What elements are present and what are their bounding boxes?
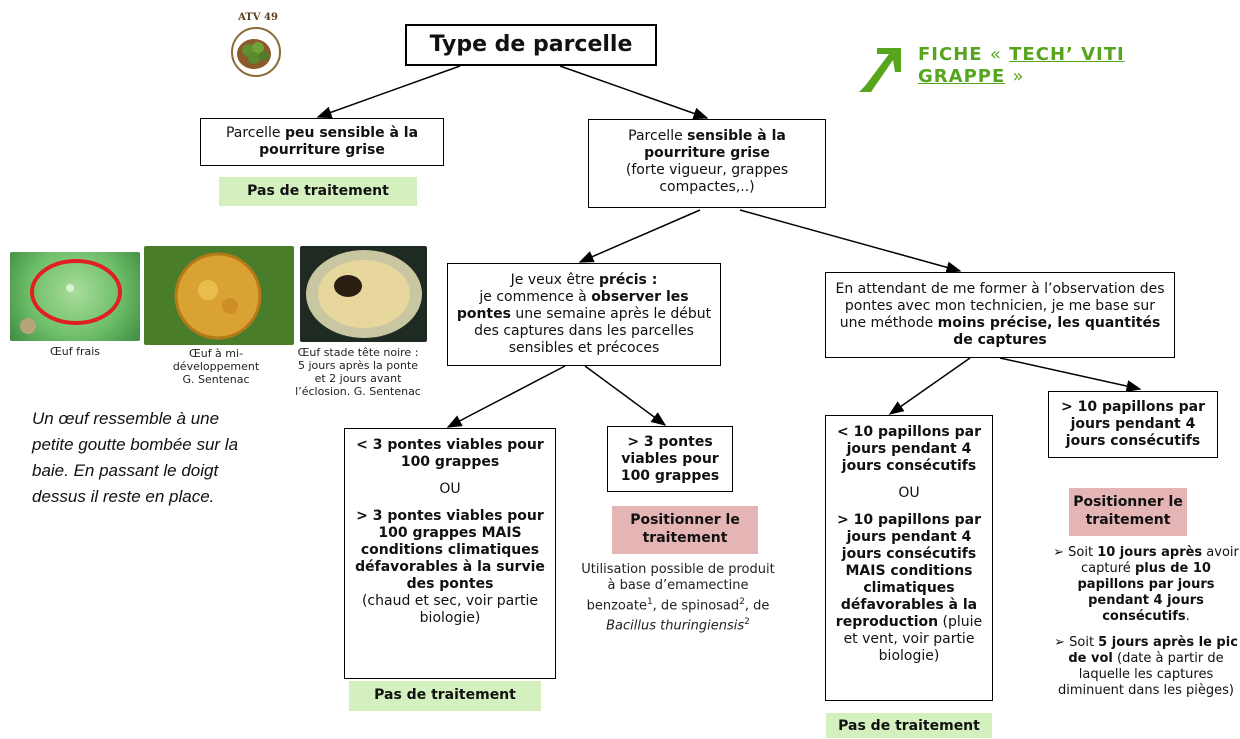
- node-sens-c: (forte vigueur, grappes compactes,..): [625, 162, 789, 195]
- node-attente: En attendant de me former à l’observatio…: [825, 272, 1175, 358]
- node-gt10-bullets: ➢ Soit 10 jours après avoir capturé plus…: [1052, 545, 1240, 738]
- gt3-note-d: Bacillus thuringiensis: [606, 618, 745, 634]
- caption-oeuf-mi: Œuf à mi- développement G. Sentenac: [146, 347, 286, 386]
- node-lt10-a: < 10 papillons par jours pendant 4 jours…: [836, 424, 981, 474]
- bullet-1d: plus de 10 papillons par jours pendant 4…: [1077, 561, 1215, 624]
- caption-c1: Œuf frais: [49, 345, 101, 358]
- caption-c3c: et 2 jours avant: [314, 372, 402, 385]
- logo-text: ATV 49: [238, 12, 278, 23]
- arrow-precis-to-gt3: [584, 365, 667, 426]
- bullet-2c: (date à partir de laquelle les captures …: [1058, 651, 1234, 698]
- node-peu-b: peu sensible à la pourriture grise: [259, 125, 419, 158]
- bullet-1e: .: [1185, 609, 1190, 624]
- node-precis-a: Je veux être: [510, 272, 599, 288]
- node-attente-b: moins précise, les quantités de captures: [937, 315, 1161, 348]
- gt3-note-s3: 2: [744, 617, 750, 628]
- node-lt3-ou: OU: [439, 481, 461, 497]
- fiche-link-grappe[interactable]: GRAPPE: [918, 66, 1006, 87]
- node-gt3-note: Utilisation possible de produit à base d…: [580, 562, 776, 635]
- node-gt3-action: Positionner le traitement: [612, 506, 758, 554]
- caption-c2c: G. Sentenac: [182, 373, 250, 386]
- gt3-note-s2: 2: [739, 597, 745, 607]
- node-lt3-a: < 3 pontes viables pour 100 grappes: [356, 437, 544, 470]
- gt3-note-c: , de: [744, 598, 770, 614]
- node-attente-a: En attendant de me former à l’observatio…: [835, 281, 1165, 331]
- italic-l1: Un œuf ressemble à une: [32, 409, 220, 428]
- arrow-precis-to-lt3: [446, 365, 566, 428]
- node-gt3-pontes: > 3 pontes viables pour 100 grappes: [607, 426, 733, 492]
- gt3-note-s1: 1: [646, 597, 653, 607]
- fiche-arrow-icon: [855, 46, 901, 94]
- italic-l4: dessus il reste en place.: [32, 487, 215, 506]
- arrow-title-to-peu: [316, 65, 461, 119]
- node-sensible: Parcelle sensible à la pourriture grise …: [588, 119, 826, 208]
- arrow-attente-to-lt10: [888, 357, 971, 415]
- caption-oeuf-tete-noire: Œuf stade tête noire : 5 jours après la …: [285, 346, 431, 398]
- arrow-attente-to-gt10: [999, 357, 1142, 392]
- node-precis-e: une semaine après le début des captures …: [474, 306, 712, 356]
- node-peu-sensible: Parcelle peu sensible à la pourriture gr…: [200, 118, 444, 166]
- node-precis: Je veux être précis : je commence à obse…: [447, 263, 721, 366]
- fiche-link-tech-viti[interactable]: TECH’ VITI: [1009, 44, 1125, 65]
- fiche-tech-viti-grappe: FICHE « TECH’ VITI GRAPPE »: [918, 44, 1238, 88]
- gt3-note-b: , de spinosad: [652, 598, 740, 614]
- caption-c2a: Œuf à mi-: [188, 347, 244, 360]
- bullet-1b: 10 jours après: [1097, 545, 1203, 560]
- arrow-sens-to-attente: [739, 209, 962, 274]
- node-sens-b: sensible à la pourriture grise: [644, 128, 786, 161]
- bullet-2: ➢ Soit 5 jours après le pic de vol (date…: [1052, 635, 1240, 699]
- node-lt10-action: Pas de traitement: [826, 713, 992, 738]
- node-precis-b: précis :: [599, 272, 658, 288]
- bullet-1a: Soit: [1068, 545, 1098, 560]
- node-lt10-papillons: < 10 papillons par jours pendant 4 jours…: [825, 415, 993, 701]
- node-lt3-pontes: < 3 pontes viables pour 100 grappes OU >…: [344, 428, 556, 679]
- fiche-prefix: FICHE: [918, 44, 983, 65]
- fiche-open-quote: «: [989, 44, 1002, 65]
- fiche-close-quote: »: [1012, 66, 1025, 87]
- node-gt10-action: Positionner le traitement: [1069, 488, 1187, 536]
- page-title: Type de parcelle: [405, 24, 657, 66]
- bullet-marker-1: ➢: [1053, 545, 1069, 560]
- arrow-title-to-sens: [559, 65, 709, 120]
- italic-note: Un œuf ressemble à une petite goutte bom…: [32, 406, 312, 510]
- node-lt10-b: > 10 papillons par jours pendant 4 jours…: [835, 512, 981, 630]
- node-lt3-c: (chaud et sec, voir partie biologie): [361, 593, 539, 626]
- photo-oeuf-tete-noire: [300, 246, 427, 342]
- node-lt10-c: (pluie et vent, voir partie biologie): [843, 614, 983, 664]
- caption-c2b: développement: [172, 360, 260, 373]
- photo-oeuf-mi-developpement: [144, 246, 294, 345]
- node-gt10-text: > 10 papillons par jours pendant 4 jours…: [1060, 399, 1205, 449]
- bullet-marker-2: ➢: [1054, 635, 1070, 650]
- caption-c3a: Œuf stade tête noire :: [297, 346, 419, 359]
- node-sens-a: Parcelle: [628, 128, 688, 144]
- italic-l2: petite goutte bombée sur la: [32, 435, 239, 454]
- bullet-1: ➢ Soit 10 jours après avoir capturé plus…: [1052, 545, 1240, 625]
- caption-c3b: 5 jours après la ponte: [297, 359, 419, 372]
- node-peu-a: Parcelle: [225, 125, 285, 141]
- node-precis-d: observer les pontes: [456, 289, 689, 322]
- node-gt3-text: > 3 pontes viables pour 100 grappes: [620, 434, 720, 484]
- italic-l3: baie. En passant le doigt: [32, 461, 219, 480]
- photo-oeuf-frais: [10, 252, 140, 341]
- node-peu-action: Pas de traitement: [219, 177, 417, 206]
- node-lt10-ou: OU: [898, 485, 920, 501]
- caption-c3d: l’éclosion. G. Sentenac: [295, 385, 421, 398]
- bullet-1c: avoir capturé: [1081, 545, 1239, 576]
- bullet-2b: 5 jours après le pic de vol: [1068, 635, 1238, 666]
- node-gt10-papillons: > 10 papillons par jours pendant 4 jours…: [1048, 391, 1218, 458]
- arrow-sens-to-precis: [578, 209, 701, 263]
- node-precis-c: je commence à: [479, 289, 592, 305]
- node-lt3-b: > 3 pontes viables pour 100 grappes MAIS…: [355, 508, 545, 592]
- atv49-logo: ATV 49: [224, 12, 288, 80]
- caption-oeuf-frais: Œuf frais: [45, 345, 105, 358]
- bullet-2a: Soit: [1069, 635, 1099, 650]
- gt3-note-a: Utilisation possible de produit à base d…: [581, 562, 775, 614]
- node-lt3-action: Pas de traitement: [349, 681, 541, 711]
